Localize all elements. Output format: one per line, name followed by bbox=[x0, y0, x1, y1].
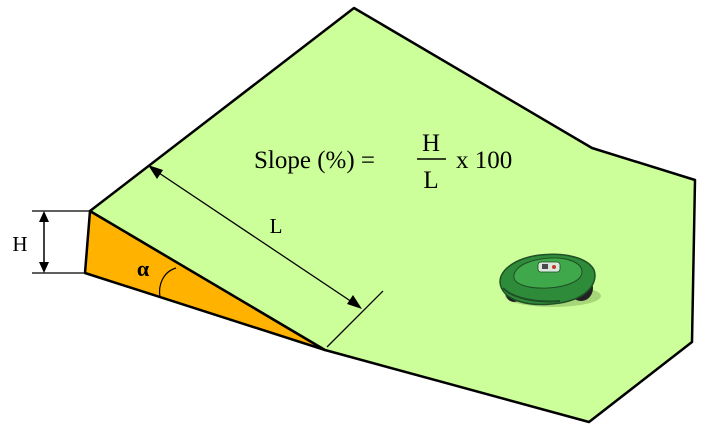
robotic-lawn-mower-icon bbox=[499, 253, 601, 307]
mower-top bbox=[513, 257, 583, 289]
height-arrowhead-top bbox=[39, 211, 49, 222]
formula-prefix: Slope (%) = bbox=[254, 147, 375, 174]
slope-formula: Slope (%) = H L x 100 bbox=[254, 130, 512, 194]
length-arrowhead-end bbox=[347, 295, 362, 309]
height-arrowhead-bottom bbox=[39, 262, 49, 273]
angle-arc bbox=[158, 267, 177, 298]
angle-label: α bbox=[137, 256, 150, 281]
length-arrowhead-start bbox=[148, 165, 163, 179]
formula-suffix: x 100 bbox=[456, 147, 512, 174]
length-tick-end bbox=[326, 290, 384, 348]
height-label: H bbox=[12, 232, 27, 256]
length-dimension bbox=[148, 165, 384, 348]
formula-numerator: H bbox=[422, 130, 440, 157]
mower-front-bumper bbox=[502, 287, 561, 303]
mower-button bbox=[552, 265, 556, 269]
mower-display bbox=[542, 264, 548, 269]
formula-denominator: L bbox=[423, 167, 438, 194]
length-arrow-line bbox=[152, 168, 359, 307]
mower-control-panel bbox=[537, 261, 561, 273]
length-label: L bbox=[270, 214, 283, 238]
height-dimension bbox=[32, 210, 90, 274]
lawn-surface bbox=[88, 6, 697, 424]
